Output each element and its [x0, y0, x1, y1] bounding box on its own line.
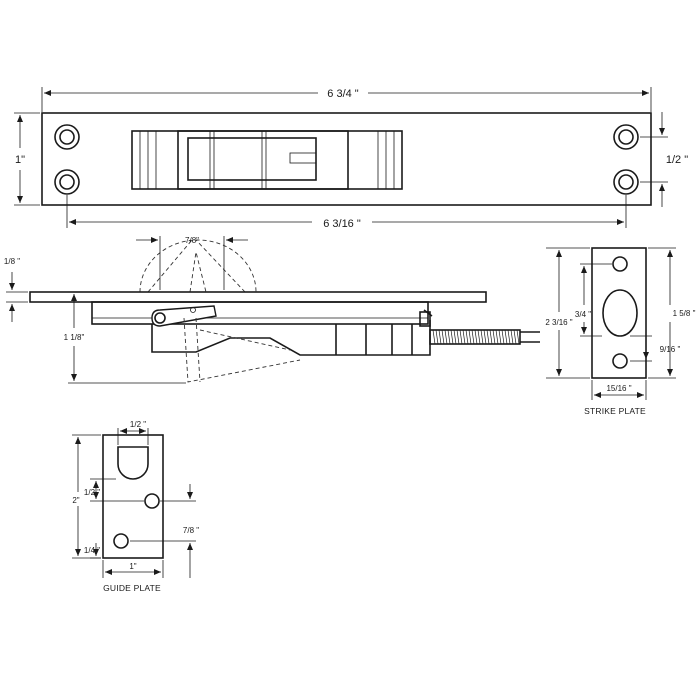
top-view: 6 3/4 " 1" 1/2 " 6 3/16 " [14, 87, 688, 230]
dim-arc-width: 7/8" [185, 236, 199, 245]
guide-slot [117, 446, 149, 480]
dim-strike-height: 1 5/8 " [673, 309, 696, 318]
dim-bolt-offset: 1/8 " [4, 257, 20, 266]
strike-plate-caption: STRIKE PLATE [584, 406, 646, 416]
mounting-holes-right [613, 124, 639, 195]
dim-guide-hole-spacing: 7/8 " [183, 526, 199, 535]
strike-plate: 1 5/8 " 2 3/16 " 3/4 " 9/16 " 15/16 " ST… [545, 247, 696, 416]
dim-strike-slot-height: 3/4 " [575, 310, 591, 319]
side-view: 7/8" 1/8 " 1 1/8" [4, 236, 540, 384]
dim-strike-width: 15/16 " [606, 384, 631, 393]
dim-guide-bottom-offset: 1/4 " [84, 546, 100, 555]
mounting-holes-left [54, 124, 80, 195]
dim-guide-slot-width: 1/2 " [130, 420, 146, 429]
flush-bolt-faceplate [41, 112, 652, 206]
dim-guide-width: 1" [129, 562, 136, 571]
guide-plate-caption: GUIDE PLATE [103, 583, 161, 593]
threaded-rod [429, 329, 540, 345]
dim-hole-spacing: 1/2 " [666, 154, 688, 166]
dim-strike-hole-offset: 9/16 " [660, 345, 681, 354]
lever-housing [131, 130, 403, 190]
dim-bolt-drop: 1 1/8" [64, 333, 85, 342]
dim-faceplate-height: 1" [15, 154, 25, 166]
dim-hole-center-length: 6 3/16 " [323, 218, 361, 230]
strike-slot [602, 289, 638, 337]
dim-overall-length: 6 3/4 " [327, 88, 359, 100]
guide-plate: 1/2 " 2" 1/2 " 7/8 " 1/4 " 1" GUIDE PLAT… [72, 420, 199, 593]
dim-strike-hole-span: 2 3/16 " [545, 318, 572, 327]
side-faceplate [29, 291, 487, 303]
dim-guide-slot-offset: 1/2 " [84, 488, 100, 497]
dim-guide-height: 2" [72, 496, 79, 505]
